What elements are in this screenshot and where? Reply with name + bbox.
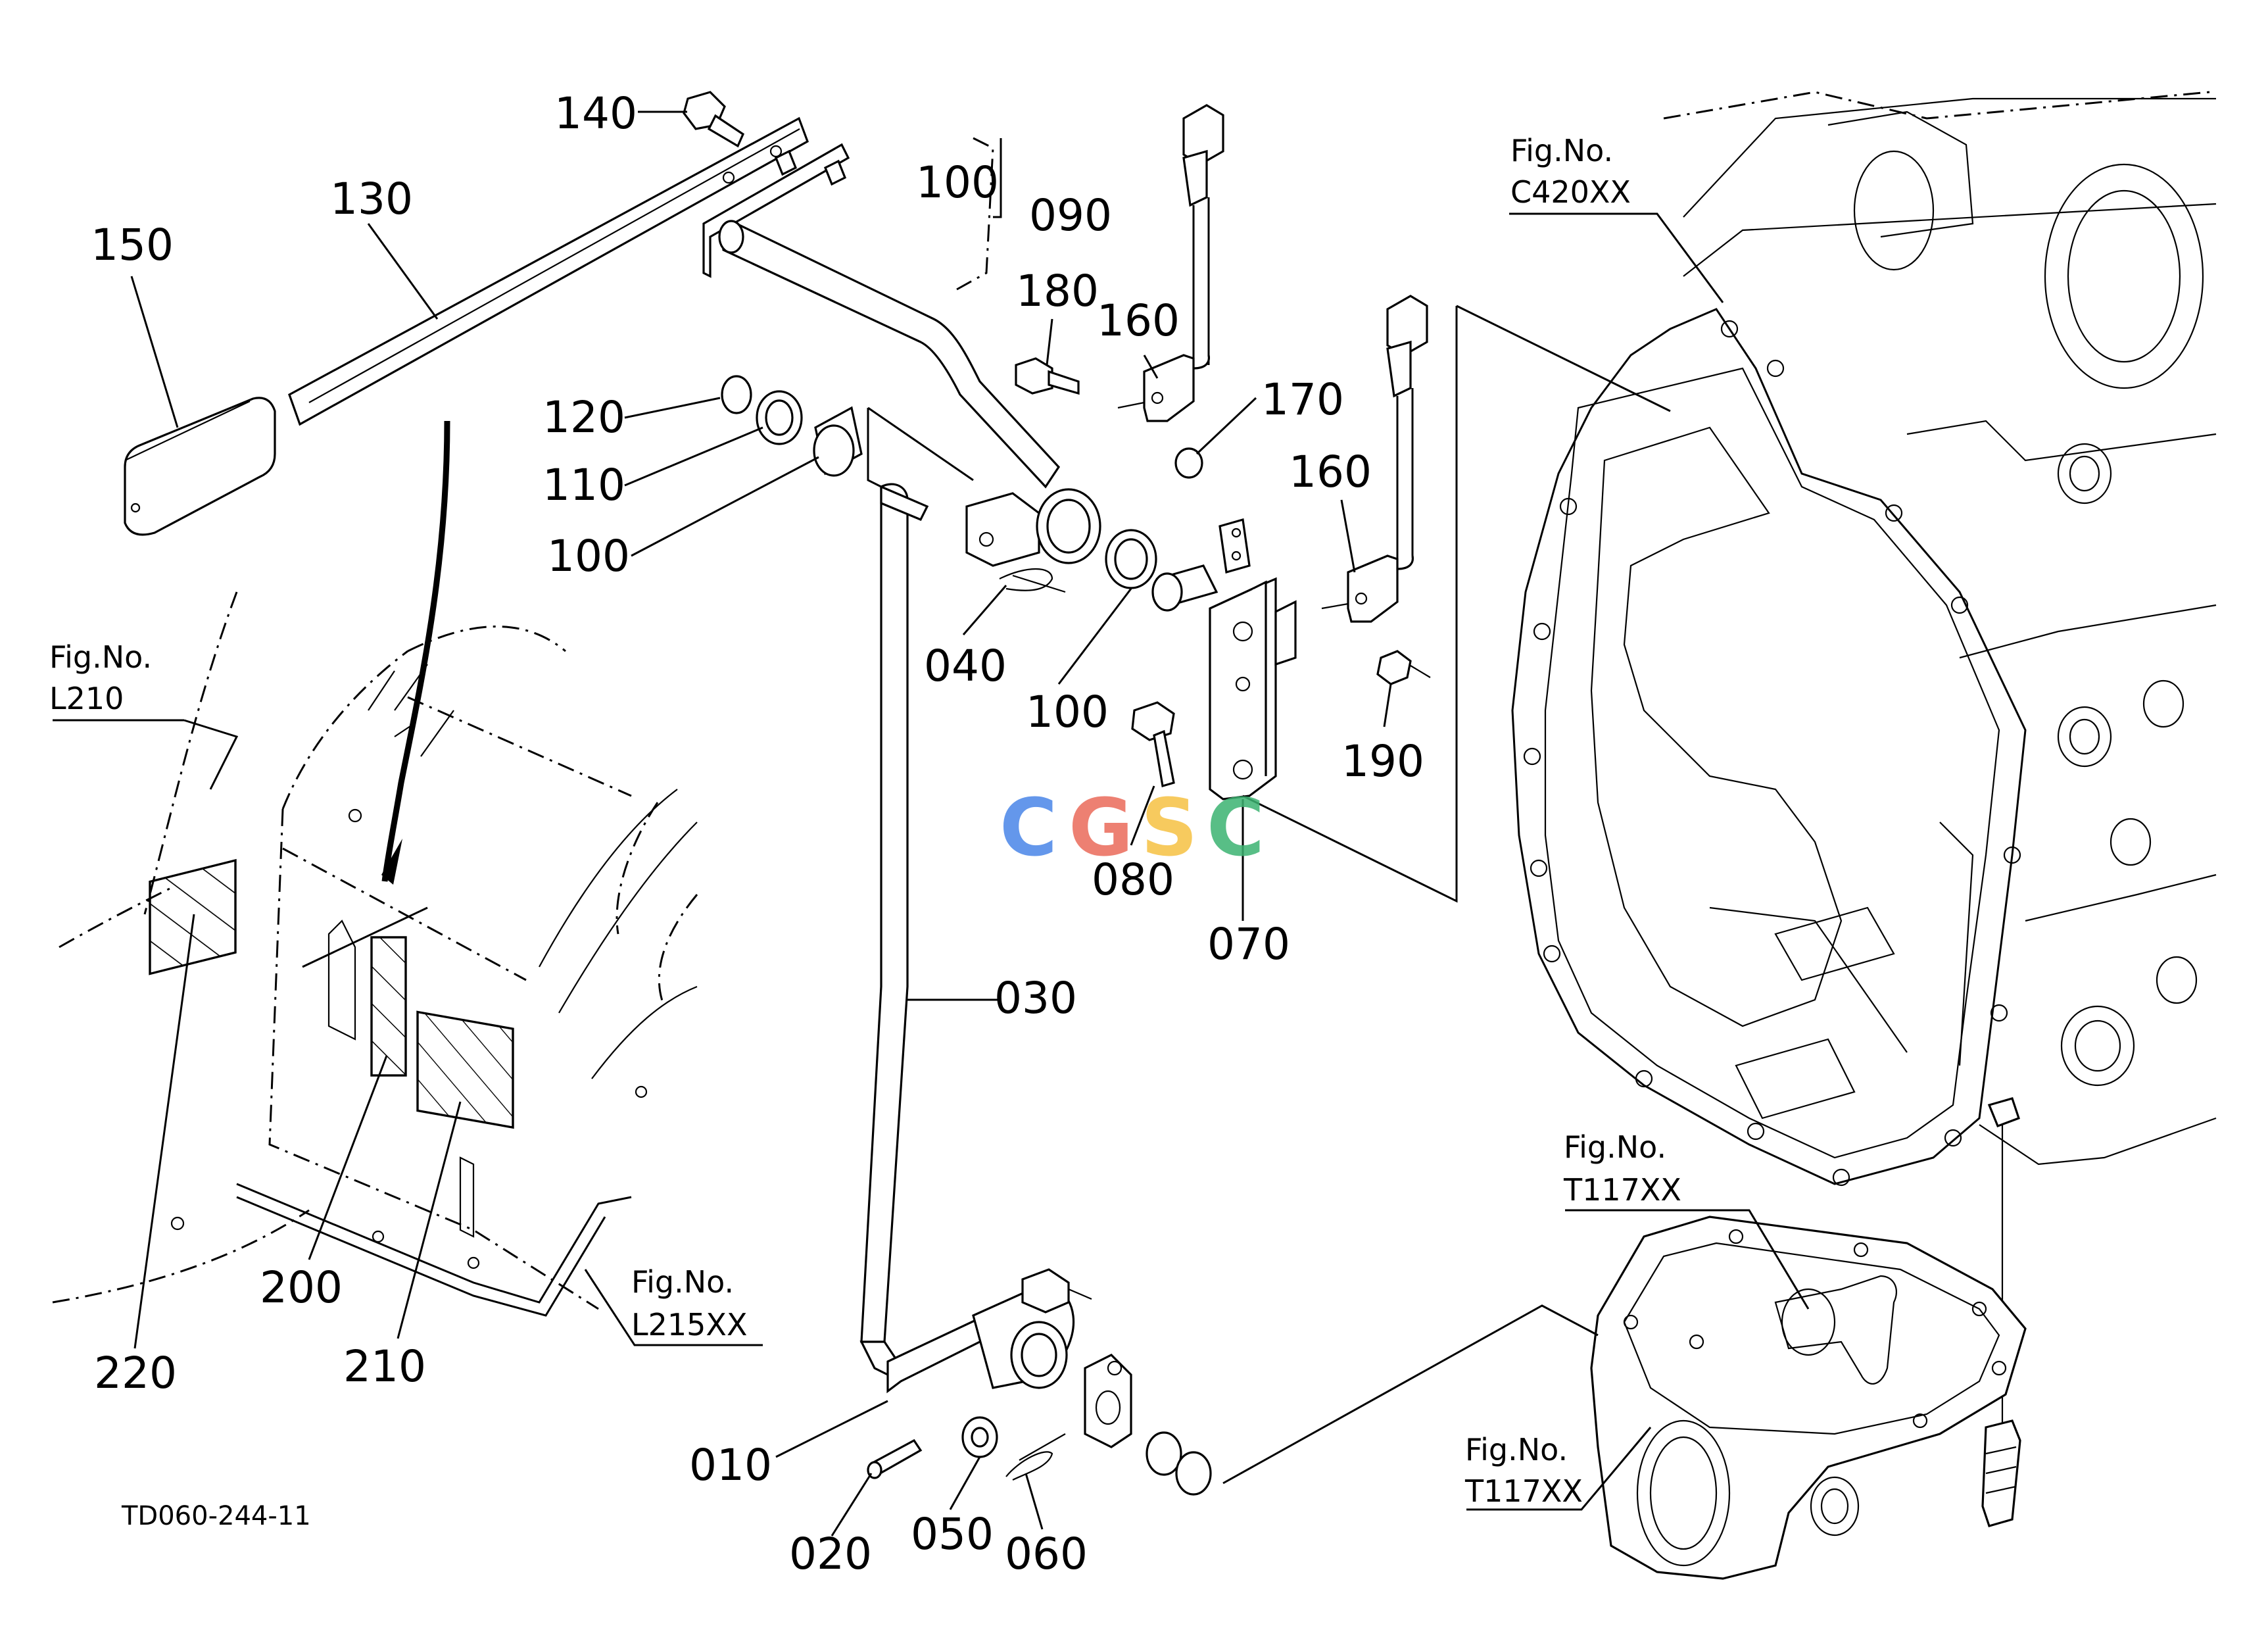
switch-160-upper <box>1117 104 1224 422</box>
bushings-100 <box>1105 529 1218 612</box>
part-label-060: 060 <box>1005 1529 1088 1579</box>
stud-bolt <box>1981 1097 2021 1527</box>
part-label-110: 110 <box>543 460 625 510</box>
svg-text:C: C <box>1000 783 1057 874</box>
drawing-code: TD060-244-11 <box>121 1501 311 1531</box>
part-label-080: 080 <box>1092 854 1174 905</box>
part-label-160-lower: 160 <box>1289 447 1372 497</box>
pedal-pad-150 <box>124 397 276 536</box>
part-label-120: 120 <box>543 392 625 443</box>
t117-housing <box>1590 1216 2027 1580</box>
fig-ref-l215-prefix: Fig.No. <box>631 1264 734 1300</box>
part-label-010: 010 <box>689 1440 772 1490</box>
pin-020 <box>867 1438 923 1479</box>
fender-panel-outline <box>52 591 698 1317</box>
decal-200 <box>370 936 407 1077</box>
fig-ref-l215-code: L215XX <box>631 1307 747 1342</box>
svg-text:C: C <box>1207 783 1265 874</box>
part-label-070: 070 <box>1207 919 1290 970</box>
fig-ref-l210-prefix: Fig.No. <box>49 639 152 675</box>
fig-ref-c420-code: C420XX <box>1510 174 1631 210</box>
fig-ref-l210-code: L210 <box>49 681 124 716</box>
fig-ref-t117-lower-code: T117XX <box>1464 1473 1583 1509</box>
cotter-pin-040 <box>999 568 1066 593</box>
nut-190 <box>1376 650 1431 685</box>
svg-text:G: G <box>1069 783 1134 874</box>
part-label-100-left: 100 <box>547 531 630 581</box>
gasket-plate <box>1021 1268 1212 1496</box>
fig-ref-c420-prefix: Fig.No. <box>1510 133 1613 168</box>
part-label-050: 050 <box>911 1509 994 1560</box>
watermark-logo: C G S C <box>1000 783 1265 874</box>
fig-ref-t117-upper-code: T117XX <box>1563 1172 1681 1208</box>
part-label-100-mid: 100 <box>1026 687 1109 737</box>
part-label-210: 210 <box>343 1341 426 1392</box>
part-label-020: 020 <box>789 1529 872 1579</box>
bolt-180 <box>1015 357 1080 395</box>
part-label-180: 180 <box>1016 266 1099 316</box>
part-label-150: 150 <box>91 220 174 270</box>
bracket-boss <box>965 488 1101 567</box>
part-label-040: 040 <box>924 641 1007 691</box>
transmission-housing <box>1511 91 2217 1187</box>
part-label-220: 220 <box>94 1348 177 1398</box>
rod-030 <box>859 483 929 1377</box>
part-label-090: 090 <box>1029 190 1112 241</box>
bolt-140 <box>683 91 745 148</box>
pedal-arm-130 <box>288 116 809 426</box>
washer-170 <box>1174 447 1203 479</box>
part-label-100-upper: 100 <box>916 157 999 208</box>
part-label-130: 130 <box>330 174 413 224</box>
fig-ref-t117-lower-prefix: Fig.No. <box>1465 1432 1568 1467</box>
washer-stack <box>721 375 863 477</box>
part-label-170: 170 <box>1261 374 1344 425</box>
pedal-shaft-090 <box>702 143 1061 489</box>
switch-plate-070 <box>1209 518 1297 800</box>
fig-ref-t117-upper-prefix: Fig.No. <box>1564 1129 1666 1165</box>
decal-210 <box>416 1010 514 1129</box>
part-label-030: 030 <box>994 973 1077 1023</box>
leader-lines <box>53 111 1810 1536</box>
washer-050 <box>961 1416 998 1458</box>
part-label-190: 190 <box>1341 736 1424 787</box>
switch-160-lower <box>1321 295 1428 623</box>
black-wire <box>381 420 450 882</box>
part-label-140: 140 <box>554 88 637 139</box>
bolt-080 <box>1131 701 1175 788</box>
part-label-200: 200 <box>260 1262 343 1313</box>
cotter-060 <box>1005 1433 1066 1481</box>
svg-text:S: S <box>1141 783 1197 874</box>
part-label-160-upper: 160 <box>1097 295 1180 346</box>
